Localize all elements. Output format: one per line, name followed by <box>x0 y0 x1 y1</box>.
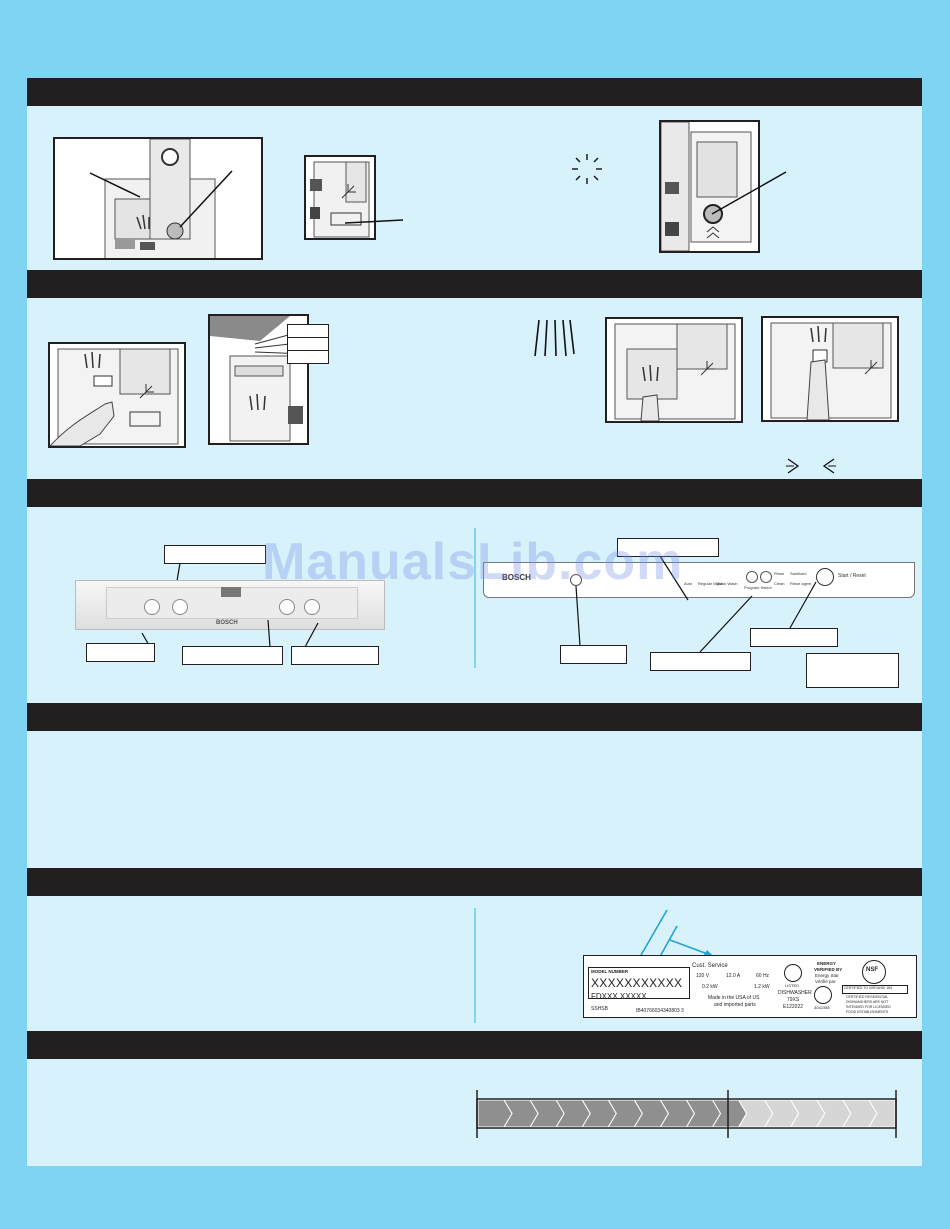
power-motor: 0.2 kW <box>702 984 718 990</box>
delay-button[interactable] <box>279 599 295 615</box>
dishwasher-code: 79XS <box>787 997 800 1003</box>
voltage: 120 V <box>696 973 710 979</box>
callout-box-1 <box>164 545 266 564</box>
section-6-header-bar <box>27 1031 922 1059</box>
etl-logo <box>814 986 832 1004</box>
nsf-text: NSF <box>866 967 878 973</box>
nsf-cert: CERTIFIED TO NSF/ANSI 184 <box>844 986 893 990</box>
display-screen <box>221 587 241 597</box>
greater-than-icon <box>786 458 800 474</box>
chevron-arrow-icon <box>868 1099 896 1128</box>
dishwasher: DISHWASHER <box>778 990 812 996</box>
program-select-button[interactable] <box>746 571 758 583</box>
ul-logo <box>784 964 802 982</box>
watermark: ManualsLib.com <box>262 533 684 591</box>
half-load-button[interactable] <box>172 599 188 615</box>
callout-box-8 <box>750 628 838 647</box>
program-regular: Regular Wash <box>698 581 724 586</box>
start-reset-label: Start / Reset <box>838 573 866 579</box>
energy-line-1: ENERGY <box>817 961 837 966</box>
section-5-header-bar <box>27 868 922 896</box>
control-panel-left: BOSCH <box>75 580 385 630</box>
leader-line-2 <box>345 219 404 224</box>
callout-box-4 <box>291 646 379 665</box>
callout-box-2 <box>86 643 155 662</box>
rinse-aid-illustration-3 <box>605 317 743 423</box>
fd-number-value: FDXXX XXXXX <box>591 992 647 1001</box>
panel-brand-right: BOSCH <box>502 573 531 582</box>
program-auto: Auto <box>684 581 693 586</box>
level-tag-1 <box>287 324 329 338</box>
model-number-box <box>588 967 690 999</box>
level-tag-3 <box>287 350 329 364</box>
section-3-header-bar <box>27 479 922 507</box>
rating-plate: MODEL NUMBER XXXXXXXXXXX FDXXX XXXXX SSH… <box>583 955 917 1018</box>
nsf-cert-box <box>842 985 908 994</box>
callout-box-5 <box>617 538 719 557</box>
energy-line-3: Energy Star <box>815 973 839 978</box>
panel-brand-left: BOSCH <box>216 620 238 626</box>
indicator-rinse-agent: Rinse agent <box>790 581 812 586</box>
leader-line-3 <box>711 171 787 215</box>
barcode-number: IB40766034340803 3 <box>636 1008 684 1014</box>
rinse-lines-icon <box>534 319 575 357</box>
nsf-note-3: INTENDED FOR LICENSED <box>846 1005 891 1009</box>
nsf-note-1: CERTIFIED RESIDENTIAL <box>846 995 889 999</box>
etl-number: 3042358 <box>814 1005 830 1010</box>
sparkle-icon <box>572 154 602 184</box>
section-3-divider <box>474 528 476 668</box>
nsf-note-2: DISHWASHERS ARE NOT <box>846 1000 889 1004</box>
section-2-header-bar <box>27 270 922 298</box>
dispenser-illustration-2 <box>304 155 376 240</box>
imported-parts: and imported parts <box>714 1002 756 1008</box>
power-button[interactable] <box>144 599 160 615</box>
made-in: Made in the USA of US <box>708 995 760 1001</box>
program-select-button-2[interactable] <box>760 571 772 583</box>
amperage: 12.0 A <box>726 973 741 979</box>
indicator-sanitized: Sanitized <box>790 571 807 576</box>
section-5-divider <box>474 908 476 1023</box>
callout-lines-right <box>575 555 817 653</box>
model-number-value: XXXXXXXXXXX <box>591 976 683 990</box>
level-tag-2 <box>287 337 329 351</box>
nsf-logo <box>862 960 886 984</box>
section-4-panel <box>27 731 922 868</box>
plate-code: SSHSB <box>591 1006 608 1012</box>
callout-box-9 <box>806 653 899 688</box>
rinse-aid-illustration-4 <box>761 316 899 422</box>
callout-box-3 <box>182 646 283 665</box>
program-select-label: Program Select <box>744 585 772 590</box>
power-heater: 1.2 kW <box>754 984 770 990</box>
callout-line-1 <box>176 563 181 582</box>
power-knob[interactable] <box>570 574 582 586</box>
callout-box-7 <box>650 652 751 671</box>
ul-listed: LISTED <box>785 983 800 988</box>
energy-line-4: Vérifié par <box>815 979 836 984</box>
frequency: 60 Hz <box>756 973 770 979</box>
nsf-note-4: FOOD ESTABLISHMENTS <box>846 1010 889 1014</box>
section-1-header-bar <box>27 78 922 106</box>
indicator-clean: Clean <box>774 581 785 586</box>
start-button[interactable] <box>304 599 320 615</box>
start-reset-button[interactable] <box>816 568 834 586</box>
ul-number: E122022 <box>783 1004 804 1010</box>
energy-line-2: VERIFIED BY <box>814 967 843 972</box>
less-than-icon <box>822 458 836 474</box>
control-panel-right: BOSCH Auto Regular Wash Quick Wash Progr… <box>483 562 915 598</box>
rinse-aid-illustration-1 <box>48 342 186 448</box>
dispenser-illustration-1 <box>53 137 263 260</box>
model-number-label: MODEL NUMBER <box>591 969 629 974</box>
chevron-progress-bar <box>476 1090 897 1138</box>
indicator-rinse: Rinse <box>774 571 785 576</box>
callout-box-6 <box>560 645 627 664</box>
section-4-header-bar <box>27 703 922 731</box>
cust-service: Cust. Service <box>692 963 728 969</box>
program-quick: Quick Wash <box>716 581 738 586</box>
